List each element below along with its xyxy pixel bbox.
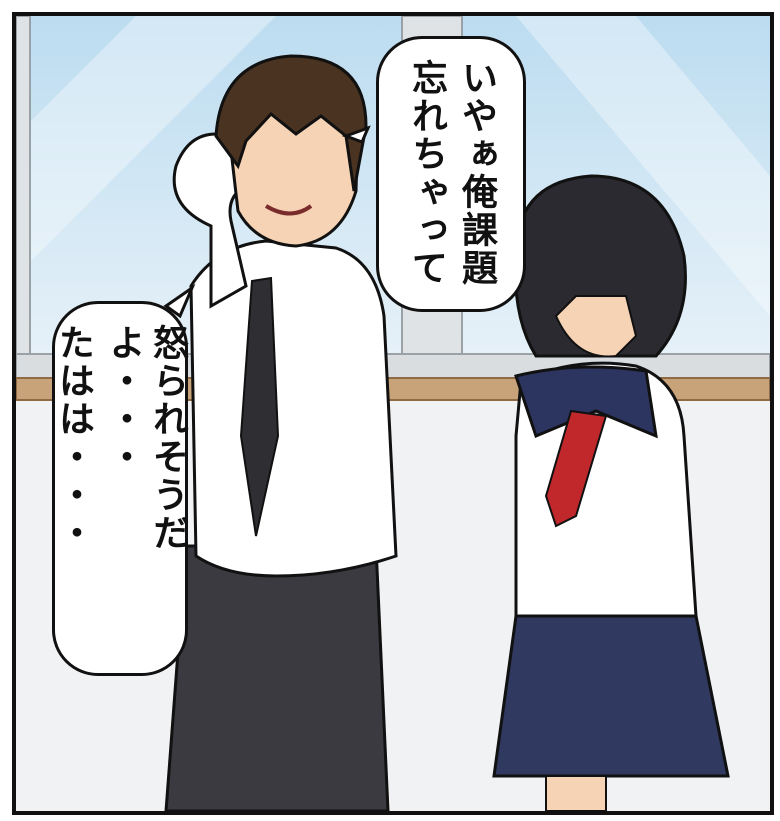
- speech-bubble-left: 怒られそうだよ・・・ たはは・・・: [52, 301, 188, 676]
- speech-line-1: 怒られそうだよ・・・: [103, 324, 188, 552]
- comic-panel: いやぁ俺課題 忘れちゃって 怒られそうだよ・・・ たはは・・・: [12, 12, 774, 815]
- speech-line-2: たはは・・・: [53, 324, 94, 552]
- bubble-tail-left: [163, 283, 196, 319]
- bubble-tail-right: [341, 125, 371, 144]
- speech-bubble-boy: いやぁ俺課題 忘れちゃって: [376, 36, 526, 312]
- girl-character: [492, 174, 730, 811]
- speech-line-1: いやぁ俺課題: [456, 59, 497, 287]
- boy-character: [164, 54, 398, 811]
- speech-line-2: 忘れちゃって: [406, 59, 447, 287]
